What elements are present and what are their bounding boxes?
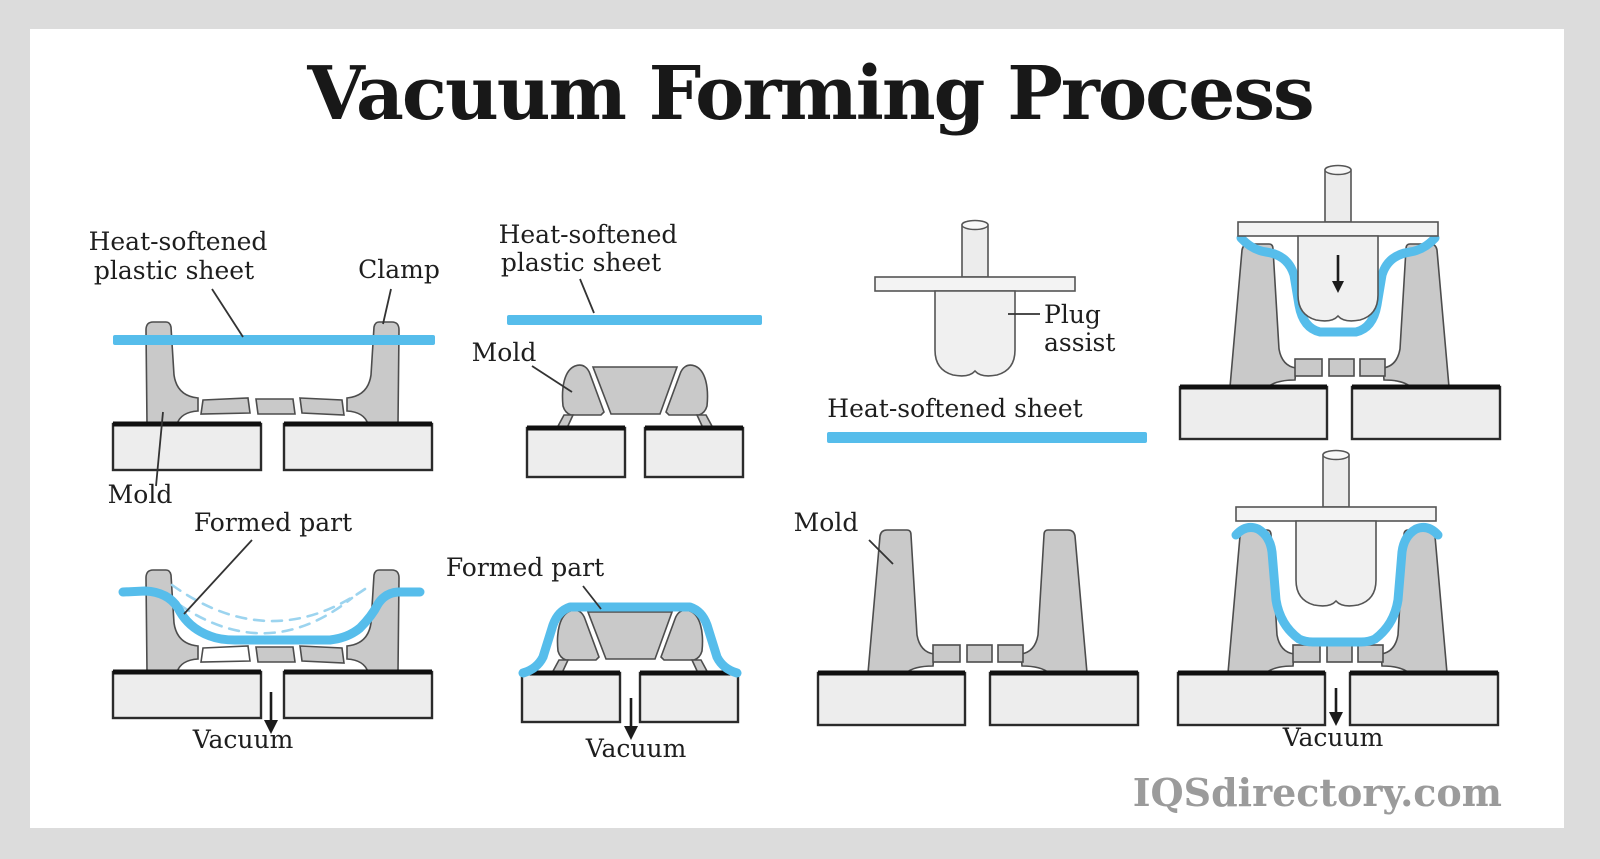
mold-channel-blocks — [200, 645, 345, 664]
stage-2-formed-part: Formed part Vacuum — [113, 508, 432, 754]
mold-leader-line — [868, 539, 894, 565]
mold-label: Mold — [472, 338, 537, 367]
plug-label-line1: Plug — [1044, 300, 1101, 329]
stage-1-clamped-sheet: Heat-softened plastic sheet Clamp Mold — [89, 227, 440, 509]
forming-plastic-sheet — [1236, 233, 1440, 337]
vacuum-arrow-head — [264, 720, 278, 734]
stage-5-plug-assist: Plug assist Heat-softened sheet — [827, 219, 1147, 443]
formed-plastic-sheet — [1231, 523, 1443, 647]
vacuum-label: Vacuum — [192, 725, 294, 754]
mold-channel-blocks — [200, 397, 345, 416]
sheet-leader-line — [579, 278, 595, 314]
plastic-sheet — [827, 432, 1147, 443]
clamp-leader-line — [382, 288, 392, 325]
vacuum-arrow-head — [624, 726, 638, 740]
formed-part-leader-line — [582, 585, 602, 610]
stage-7-plug-descending — [1180, 164, 1500, 440]
mold-label: Mold — [794, 508, 859, 537]
sheet-label-line2: plastic sheet — [94, 256, 254, 285]
formed-part-label: Formed part — [194, 508, 352, 537]
stage-4-formed-part-male-mold: Formed part Vacuum — [446, 553, 742, 763]
mold-label: Mold — [108, 480, 173, 509]
sheet-leader-line — [211, 288, 244, 338]
sheet-label-line1: Heat-softened — [89, 227, 268, 256]
mold-leader-line — [155, 411, 164, 487]
stage-6-open-mold: Mold — [794, 508, 1138, 725]
sheet-label: Heat-softened sheet — [827, 394, 1082, 423]
clamp-label: Clamp — [358, 255, 440, 284]
sheet-sag-dashed-line — [164, 593, 354, 635]
formed-part-leader-line — [183, 539, 253, 615]
sheet-sag-dashed-line — [170, 583, 367, 623]
plug-label-line2: assist — [1044, 328, 1115, 357]
formed-plastic-sheet — [518, 602, 742, 678]
stage-8-vacuum-applied: Vacuum — [1178, 449, 1498, 752]
plastic-sheet — [113, 335, 435, 345]
formed-part-label: Formed part — [446, 553, 604, 582]
watermark: IQSdirectory.com — [1133, 770, 1502, 815]
formed-plastic-sheet — [118, 586, 425, 645]
plug-down-arrow-head — [1332, 281, 1344, 293]
vacuum-label: Vacuum — [1282, 723, 1384, 752]
page-title: Vacuum Forming Process — [306, 51, 1312, 137]
stage-3-sheet-over-male-mold: Heat-softened plastic sheet Mold — [472, 220, 762, 477]
plastic-sheet — [507, 315, 762, 325]
sheet-label-line1: Heat-softened — [499, 220, 678, 249]
sheet-label-line2: plastic sheet — [501, 248, 661, 277]
vacuum-arrow-head — [1329, 712, 1343, 726]
vacuum-label: Vacuum — [585, 734, 687, 763]
mold-leader-line — [531, 365, 573, 393]
